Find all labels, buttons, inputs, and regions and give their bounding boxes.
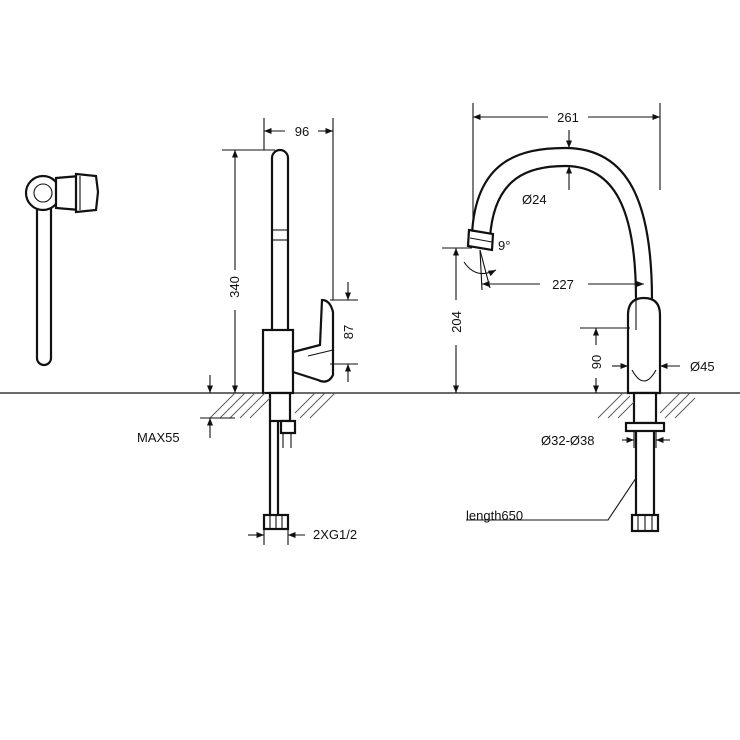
dim-9deg-label: 9° — [498, 238, 510, 253]
dim-length650-label: length650 — [466, 508, 523, 523]
top-view — [24, 172, 100, 367]
counter-hatch-side — [209, 392, 336, 419]
dim-connection: 2XG1/2 — [248, 527, 357, 545]
dim-227-label: 227 — [552, 277, 574, 292]
dim-lever-height: 87 — [330, 282, 358, 382]
front-view — [466, 146, 666, 533]
dim-204-label: 204 — [449, 311, 464, 333]
dim-o45-label: Ø45 — [690, 359, 715, 374]
dim-body-height: 90 — [580, 327, 630, 393]
dim-o24-label: Ø24 — [522, 192, 547, 207]
dim-reach: 261 — [472, 103, 661, 232]
dim-hole-diameter: Ø32-Ø38 — [541, 432, 670, 448]
dim-hose-length: length650 — [466, 477, 637, 523]
dim-spout-reach: 227 — [482, 277, 644, 292]
dim-90-label: 90 — [589, 355, 604, 369]
dim-height-total: 340 — [222, 149, 275, 393]
dim-spout-diameter: Ø24 — [522, 130, 573, 207]
dim-340-label: 340 — [227, 276, 242, 298]
dim-o32-o38-label: Ø32-Ø38 — [541, 433, 594, 448]
side-view — [261, 148, 335, 531]
dim-87-label: 87 — [341, 325, 356, 339]
dim-max55-label: MAX55 — [137, 430, 180, 445]
dim-deck-max: MAX55 — [137, 375, 235, 445]
dim-g12-label: 2XG1/2 — [313, 527, 357, 542]
dim-96-label: 96 — [295, 124, 309, 139]
dim-261-label: 261 — [557, 110, 579, 125]
dim-width-top: 96 — [263, 118, 334, 300]
counter-hatch-front — [597, 392, 696, 419]
dim-body-diameter: Ø45 — [612, 359, 715, 374]
dim-spout-height: 204 — [442, 247, 472, 393]
